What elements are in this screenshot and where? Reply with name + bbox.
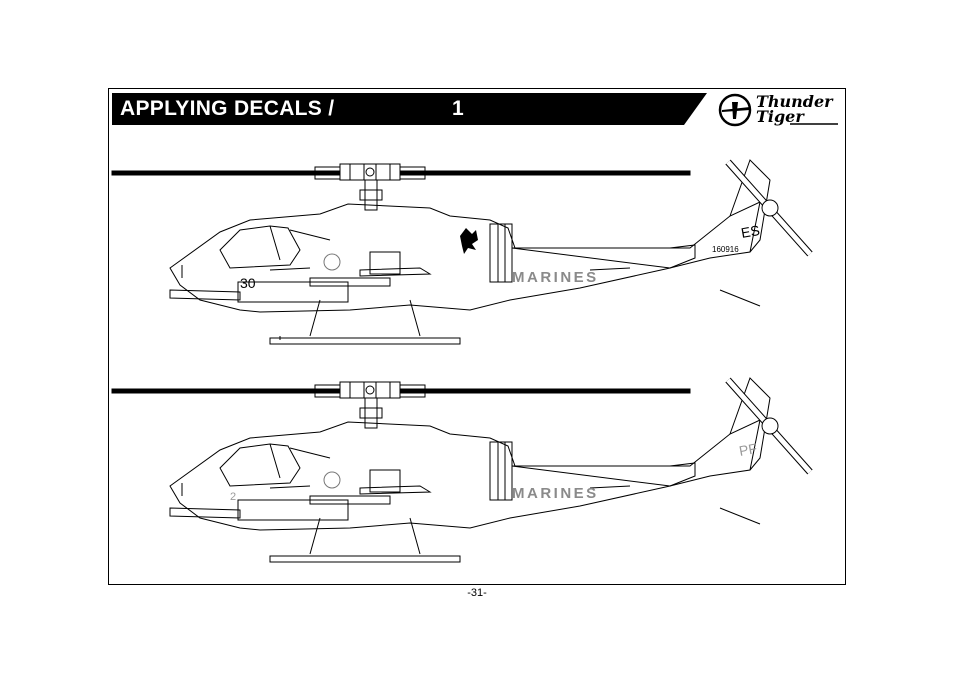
section-title: APPLYING DECALS / bbox=[120, 97, 335, 120]
logo-text-thunder: Thunder bbox=[756, 92, 833, 111]
helicopter-drawing-top: 30 MARINES ES 160916 bbox=[110, 150, 830, 355]
serial-number-top: 160916 bbox=[712, 245, 739, 254]
star-insignia-icon bbox=[323, 471, 341, 489]
thunder-tiger-logo: Thunder Tiger bbox=[716, 93, 840, 127]
squadron-insignia-icon bbox=[460, 228, 478, 254]
section-number: 1 bbox=[452, 97, 464, 120]
tail-code-bottom: PF bbox=[738, 440, 758, 459]
banner-shape bbox=[112, 93, 707, 125]
section-header-banner: APPLYING DECALS / 1 bbox=[112, 93, 707, 125]
marines-text-top: MARINES bbox=[512, 269, 599, 286]
logo-text-tiger: Tiger bbox=[756, 107, 804, 126]
star-insignia-icon bbox=[323, 253, 341, 271]
marines-text-bottom: MARINES bbox=[512, 485, 599, 502]
nose-number-bottom: 2 bbox=[230, 491, 236, 503]
page-frame bbox=[108, 88, 846, 585]
tail-code-top: ES bbox=[740, 222, 761, 241]
nose-number-top: 30 bbox=[240, 275, 256, 291]
page-number: -31- bbox=[467, 587, 487, 599]
logo-emblem-icon bbox=[718, 93, 752, 127]
helicopter-drawing-bottom: 2 MARINES PF bbox=[110, 368, 830, 573]
logo-underline bbox=[790, 123, 838, 125]
